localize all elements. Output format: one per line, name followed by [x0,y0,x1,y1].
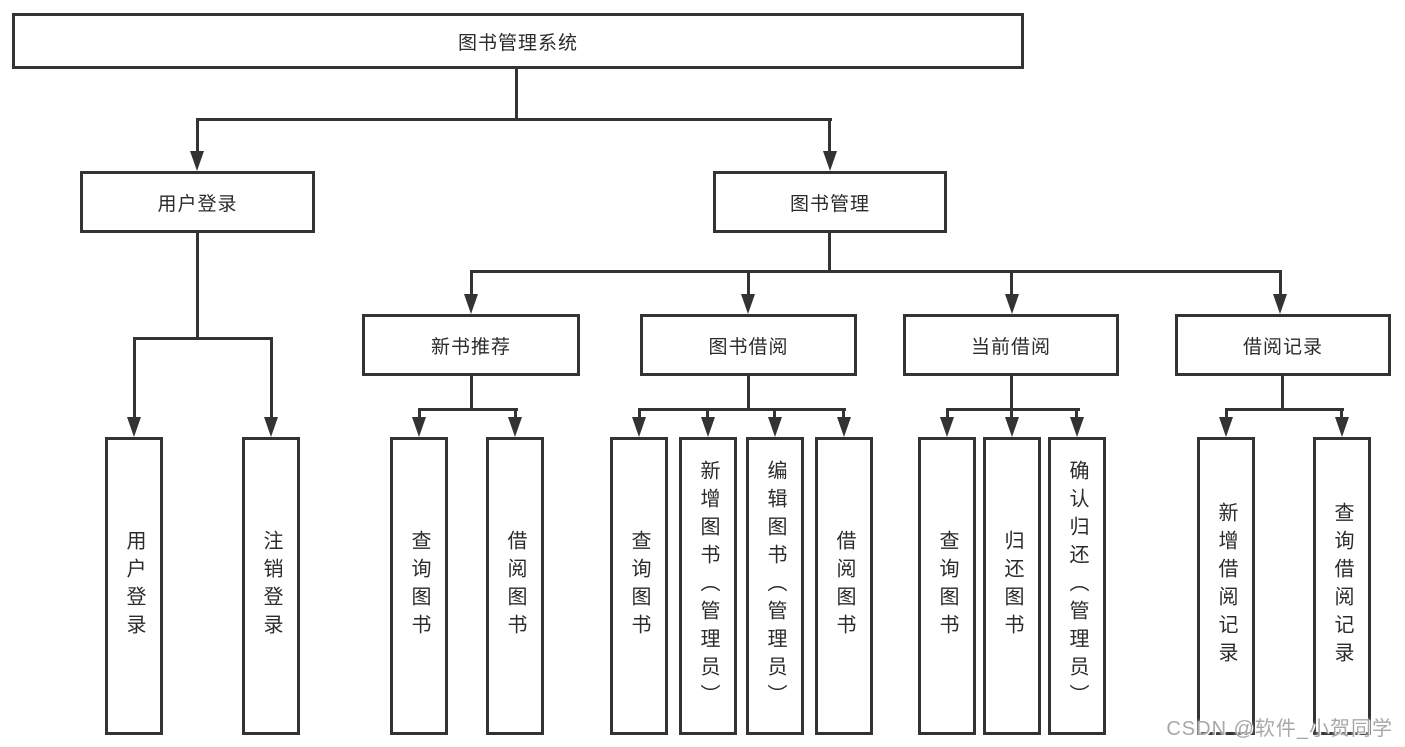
connector-line [196,233,199,337]
leaf-query-books-borrowing: 查询图书 [610,437,668,735]
connector-line [418,408,421,420]
arrow-down-icon [632,417,646,437]
leaf-query-books-current: 查询图书 [918,437,976,735]
node-borrowing-records: 借阅记录 [1175,314,1391,376]
node-label: 新书推荐 [430,336,511,358]
node-label: 图书借阅 [708,336,789,358]
leaf-add-borrow-record: 新增借阅记录 [1197,437,1255,735]
node-label: 编辑图书（管理员） [764,460,786,712]
node-label: 查询图书 [628,530,650,642]
connector-line [1010,376,1013,408]
node-label: 确认归还（管理员） [1066,460,1088,712]
connector-line [1340,408,1343,420]
arrow-down-icon [741,294,755,314]
connector-line [270,337,273,420]
connector-line [747,270,750,296]
connector-line [1225,408,1344,411]
connector-line [946,408,949,420]
node-label: 图书管理系统 [457,32,578,54]
leaf-logout: 注销登录 [242,437,300,735]
arrow-down-icon [1070,417,1084,437]
connector-line [946,408,1080,411]
arrow-down-icon [508,417,522,437]
connector-line [773,408,776,420]
connector-line [1010,270,1013,296]
leaf-borrow-books: 借阅图书 [815,437,873,735]
leaf-borrow-books-recommend: 借阅图书 [486,437,544,735]
arrow-down-icon [768,417,782,437]
node-label: 新增图书（管理员） [697,460,719,712]
connector-line [133,337,273,340]
node-user-login-module: 用户登录 [80,171,315,233]
arrow-down-icon [412,417,426,437]
node-label: 当前借阅 [970,336,1051,358]
leaf-edit-books-admin: 编辑图书（管理员） [746,437,804,735]
arrow-down-icon [464,294,478,314]
node-book-borrowing: 图书借阅 [640,314,857,376]
leaf-query-books-recommend: 查询图书 [390,437,448,735]
leaf-confirm-return-admin: 确认归还（管理员） [1048,437,1106,735]
connector-line [828,118,831,154]
leaf-query-borrow-record: 查询借阅记录 [1313,437,1371,735]
connector-line [133,337,136,420]
node-label: 新增借阅记录 [1215,502,1237,670]
arrow-down-icon [940,417,954,437]
arrow-down-icon [190,151,204,171]
connector-line [1075,408,1078,420]
connector-line [514,408,517,420]
node-label: 用户登录 [123,530,145,642]
connector-line [196,118,199,154]
arrow-down-icon [1273,294,1287,314]
node-label: 图书管理 [789,193,870,215]
arrow-down-icon [837,417,851,437]
csdn-watermark: CSDN @软件_小贺同学 [1166,718,1393,740]
node-current-borrowing: 当前借阅 [903,314,1119,376]
node-label: 借阅图书 [833,530,855,642]
node-new-book-recommend: 新书推荐 [362,314,580,376]
connector-line [1279,270,1282,296]
node-label: 查询借阅记录 [1331,502,1353,670]
connector-line [638,408,641,420]
node-library-system: 图书管理系统 [12,13,1024,69]
connector-line [842,408,845,420]
arrow-down-icon [1005,294,1019,314]
connector-line [196,118,832,121]
node-label: 查询图书 [936,530,958,642]
arrow-down-icon [701,417,715,437]
connector-line [828,233,831,270]
node-label: 注销登录 [260,530,282,642]
leaf-return-books: 归还图书 [983,437,1041,735]
node-label: 借阅记录 [1242,336,1323,358]
leaf-user-login: 用户登录 [105,437,163,735]
connector-line [470,376,473,408]
connector-line [1225,408,1228,420]
arrow-down-icon [127,417,141,437]
connector-line [470,270,473,296]
connector-line [470,270,1282,273]
connector-line [1281,376,1284,408]
node-label: 借阅图书 [504,530,526,642]
arrow-down-icon [1005,417,1019,437]
node-book-management: 图书管理 [713,171,947,233]
connector-line [515,69,518,118]
node-label: 查询图书 [408,530,430,642]
connector-line [747,376,750,408]
connector-line [706,408,709,420]
connector-line [1010,408,1013,420]
arrow-down-icon [1219,417,1233,437]
arrow-down-icon [823,151,837,171]
node-label: 归还图书 [1001,530,1023,642]
node-label: 用户登录 [157,193,238,215]
connector-line [418,408,518,411]
arrow-down-icon [1335,417,1349,437]
arrow-down-icon [264,417,278,437]
leaf-add-books-admin: 新增图书（管理员） [679,437,737,735]
connector-line [638,408,846,411]
